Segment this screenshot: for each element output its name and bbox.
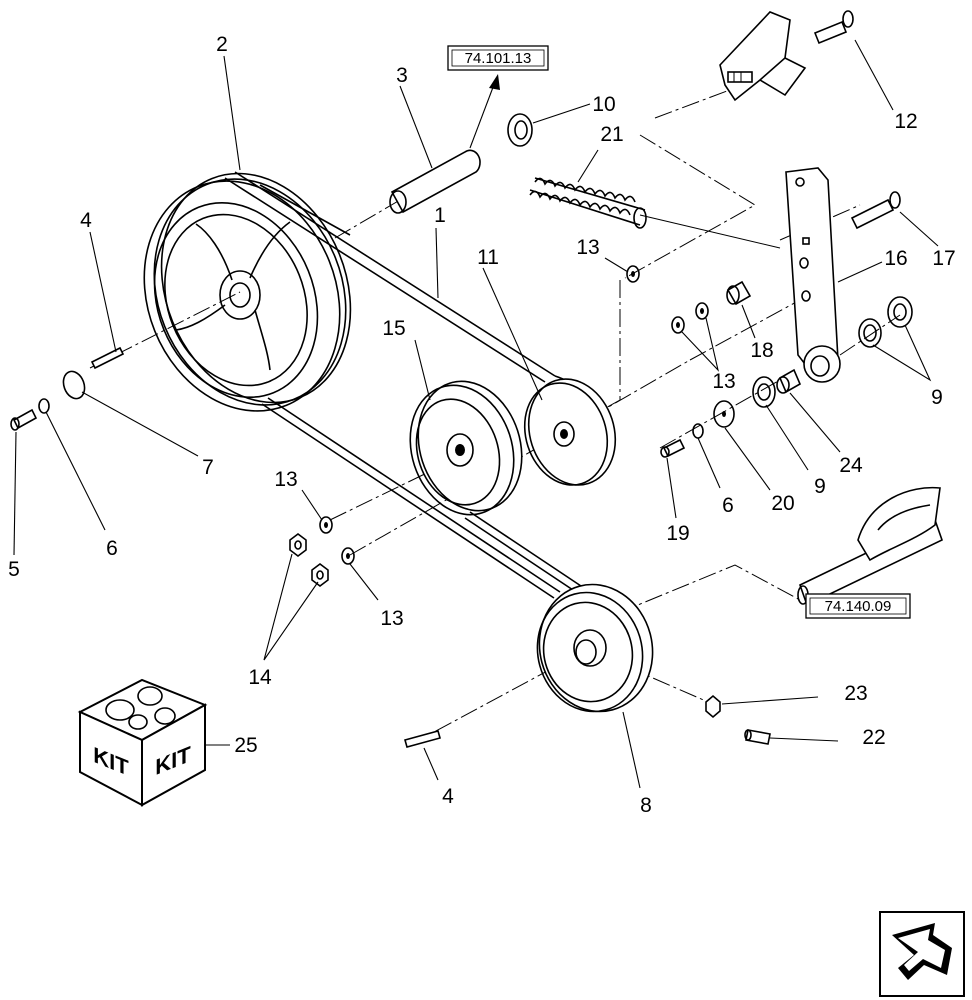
drive-belts xyxy=(224,171,600,599)
callout-9-mid: 9 xyxy=(814,475,826,498)
callout-10: 10 xyxy=(592,93,615,116)
callout-21: 21 xyxy=(600,123,623,146)
reference-top-label[interactable]: 74.101.13 xyxy=(465,50,532,67)
spacer-18 xyxy=(726,280,752,306)
callout-13-top: 13 xyxy=(576,236,599,259)
large-sheave xyxy=(143,172,352,412)
callout-11: 11 xyxy=(477,246,499,269)
hardware-19-20-6 xyxy=(660,400,735,458)
callout-13-bottom: 13 xyxy=(380,607,403,630)
reference-right-label[interactable]: 74.140.09 xyxy=(825,598,892,615)
callout-9-right: 9 xyxy=(931,386,943,409)
reference-box-right[interactable]: 74.140.09 xyxy=(805,593,911,619)
kit-box: KIT KIT xyxy=(77,678,208,807)
callout-6-left: 6 xyxy=(106,537,118,560)
washer-10 xyxy=(507,113,533,147)
callout-22: 22 xyxy=(862,726,885,749)
auger-shaft xyxy=(797,486,943,607)
top-bracket xyxy=(719,11,807,102)
bolt-12 xyxy=(813,10,854,45)
callout-7: 7 xyxy=(202,456,214,479)
washers-13 xyxy=(319,265,709,565)
callout-13-mid: 13 xyxy=(712,370,735,393)
callout-19: 19 xyxy=(666,522,689,545)
spring xyxy=(529,177,781,249)
callout-20: 20 xyxy=(771,492,794,515)
callout-5: 5 xyxy=(8,558,20,581)
callout-4-left: 4 xyxy=(80,209,92,232)
callout-13-left: 13 xyxy=(274,468,297,491)
callout-14: 14 xyxy=(248,666,272,689)
callout-17: 17 xyxy=(932,247,955,270)
bolt-17 xyxy=(850,191,901,230)
callout-8: 8 xyxy=(640,794,652,817)
nuts-14 xyxy=(289,533,329,587)
reference-box-top[interactable]: 74.101.13 xyxy=(447,45,549,71)
lower-sheave xyxy=(536,583,654,713)
left-hardware xyxy=(10,346,125,431)
bushing-24 xyxy=(776,368,802,394)
callout-25: 25 xyxy=(234,734,257,757)
callout-numbers: 2 3 4 5 6 7 1 10 21 11 13 12 17 16 18 13… xyxy=(8,33,956,817)
idler-pulley xyxy=(409,380,523,516)
tensioner-arm xyxy=(785,167,841,383)
callout-16: 16 xyxy=(884,247,907,270)
callout-24: 24 xyxy=(839,454,863,477)
key-4-bottom xyxy=(404,730,441,748)
callout-12: 12 xyxy=(894,110,917,133)
callout-4-bottom: 4 xyxy=(442,785,454,808)
bolt-22-nut-23 xyxy=(705,694,771,745)
callout-1: 1 xyxy=(434,204,446,227)
callout-6-right: 6 xyxy=(722,494,734,517)
callout-15: 15 xyxy=(382,317,405,340)
tensioner-pulley xyxy=(523,378,617,486)
leader-lines xyxy=(13,39,939,789)
callout-2: 2 xyxy=(216,33,228,56)
next-page-arrow-icon[interactable] xyxy=(879,911,965,997)
callout-23: 23 xyxy=(844,682,867,705)
sleeve xyxy=(389,149,481,214)
callout-18: 18 xyxy=(750,339,773,362)
callout-3: 3 xyxy=(396,64,408,87)
ref-arrow xyxy=(469,74,500,149)
washers-9 xyxy=(752,296,913,408)
